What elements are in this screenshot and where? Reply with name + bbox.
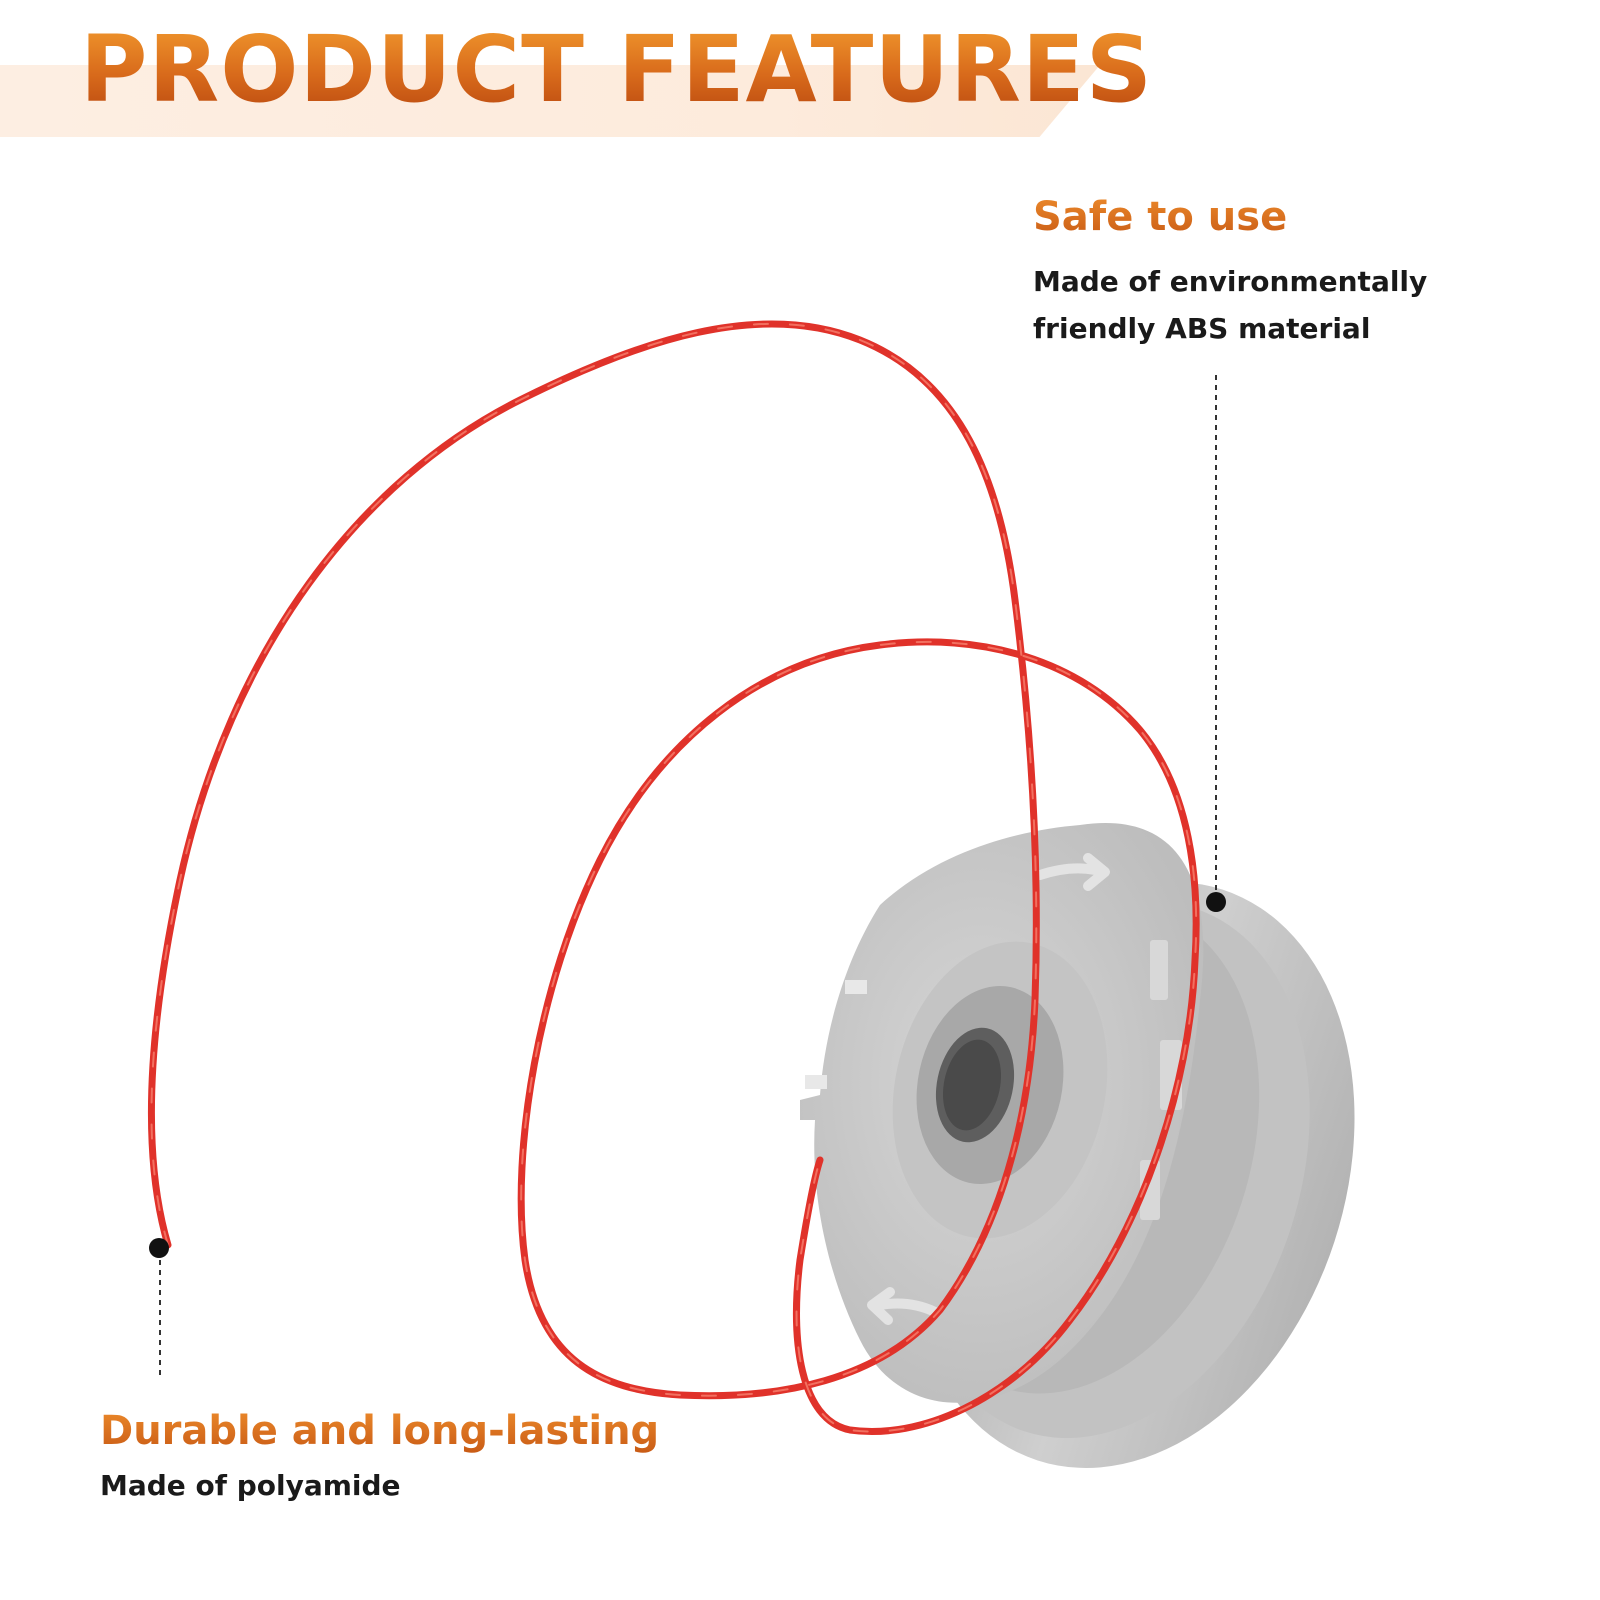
rotation-arrow-icon (867, 853, 1110, 1325)
feature-heading-durable: Durable and long-lasting (100, 1408, 660, 1454)
trimmer-line-icon (147, 320, 1200, 1435)
trimmer-spool-icon (800, 822, 1355, 1468)
feature-heading-safe: Safe to use (1033, 194, 1288, 240)
feature-description-safe: Made of environmentally friendly ABS mat… (1033, 258, 1463, 352)
callout-durable (149, 1238, 169, 1378)
feature-description-durable: Made of polyamide (100, 1462, 401, 1509)
page-title: PRODUCT FEATURES (80, 16, 1154, 123)
callout-safe (1206, 375, 1226, 912)
feature-description-line: Made of polyamide (100, 1469, 401, 1502)
title-banner (0, 65, 1100, 137)
feature-description-line: friendly ABS material (1033, 312, 1371, 345)
feature-description-line: Made of environmentally (1033, 265, 1428, 298)
